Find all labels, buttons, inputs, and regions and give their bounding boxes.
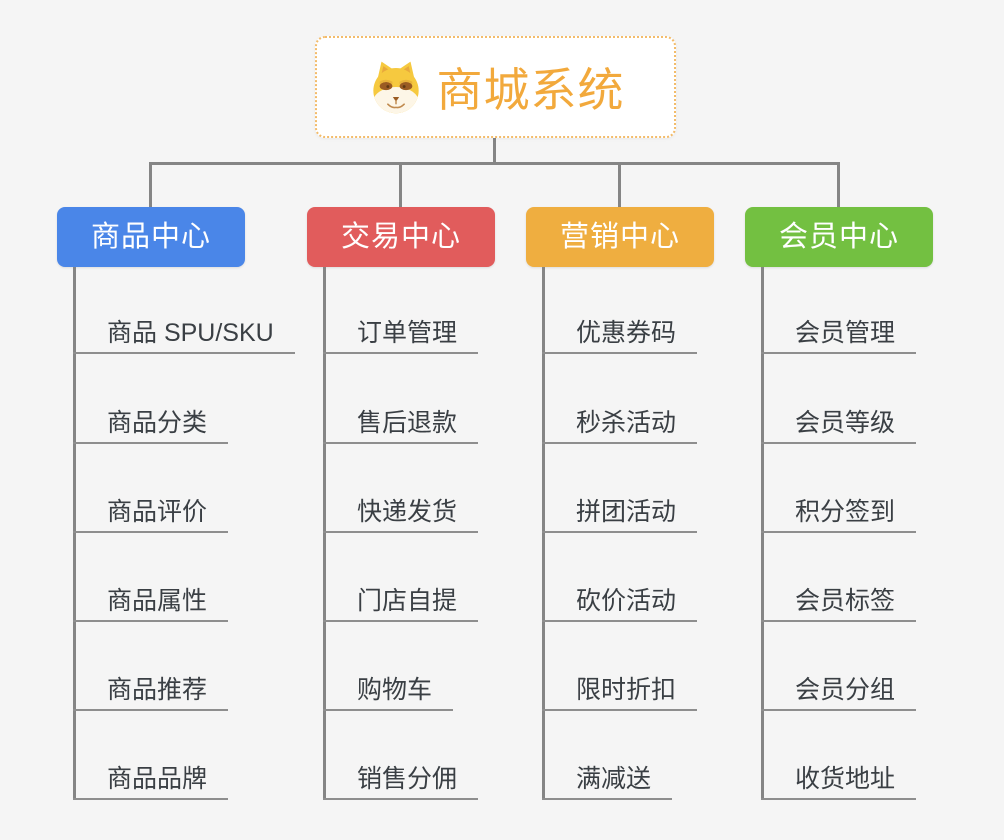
topic-item[interactable]: 购物车 — [323, 675, 454, 711]
branch-trunk-line — [542, 267, 545, 800]
branch-header-member[interactable]: 会员中心 — [745, 207, 933, 267]
topic-item[interactable]: 优惠券码 — [542, 318, 698, 354]
topic-item[interactable]: 秒杀活动 — [542, 408, 698, 444]
topic-item[interactable]: 收货地址 — [761, 764, 917, 800]
topic-item[interactable]: 售后退款 — [323, 408, 479, 444]
topic-item[interactable]: 商品属性 — [73, 586, 229, 622]
topic-item[interactable]: 商品 SPU/SKU — [73, 318, 295, 354]
connector-horizontal-rail — [149, 162, 840, 165]
branch-product-center: 商品中心 商品 SPU/SKU 商品分类 商品评价 商品属性 商品推荐 商品品牌 — [57, 207, 307, 807]
branch-marketing-center: 营销中心 优惠券码 秒杀活动 拼团活动 砍价活动 限时折扣 满减送 — [526, 207, 776, 807]
connector-root-drop — [493, 136, 496, 164]
root-topic[interactable]: 商城系统 — [315, 36, 676, 138]
root-title: 商城系统 — [436, 64, 625, 116]
doge-icon — [367, 58, 425, 116]
branch-header-trade[interactable]: 交易中心 — [307, 207, 495, 267]
topic-item[interactable]: 积分签到 — [761, 497, 917, 533]
branch-trunk-line — [323, 267, 326, 800]
branch-trunk-line — [761, 267, 764, 800]
branch-trunk-line — [73, 267, 76, 800]
topic-item[interactable]: 销售分佣 — [323, 764, 479, 800]
branch-trade-center: 交易中心 订单管理 售后退款 快递发货 门店自提 购物车 销售分佣 — [307, 207, 557, 807]
topic-item[interactable]: 会员管理 — [761, 318, 917, 354]
topic-item[interactable]: 商品推荐 — [73, 675, 229, 711]
branch-header-marketing[interactable]: 营销中心 — [526, 207, 714, 267]
topic-item[interactable]: 商品品牌 — [73, 764, 229, 800]
connector-drop-branch-1 — [399, 162, 402, 209]
topic-item[interactable]: 快递发货 — [323, 497, 479, 533]
topic-item[interactable]: 会员等级 — [761, 408, 917, 444]
topic-item[interactable]: 会员分组 — [761, 675, 917, 711]
topic-item[interactable]: 拼团活动 — [542, 497, 698, 533]
branch-member-center: 会员中心 会员管理 会员等级 积分签到 会员标签 会员分组 收货地址 — [745, 207, 995, 807]
topic-item[interactable]: 门店自提 — [323, 586, 479, 622]
topic-item[interactable]: 砍价活动 — [542, 586, 698, 622]
topic-item[interactable]: 订单管理 — [323, 318, 479, 354]
branch-header-product[interactable]: 商品中心 — [57, 207, 245, 267]
topic-item[interactable]: 商品评价 — [73, 497, 229, 533]
topic-item[interactable]: 商品分类 — [73, 408, 229, 444]
topic-item[interactable]: 满减送 — [542, 764, 673, 800]
connector-drop-branch-3 — [837, 162, 840, 209]
connector-drop-branch-0 — [149, 162, 152, 209]
topic-item[interactable]: 限时折扣 — [542, 675, 698, 711]
topic-item[interactable]: 会员标签 — [761, 586, 917, 622]
connector-drop-branch-2 — [618, 162, 621, 209]
